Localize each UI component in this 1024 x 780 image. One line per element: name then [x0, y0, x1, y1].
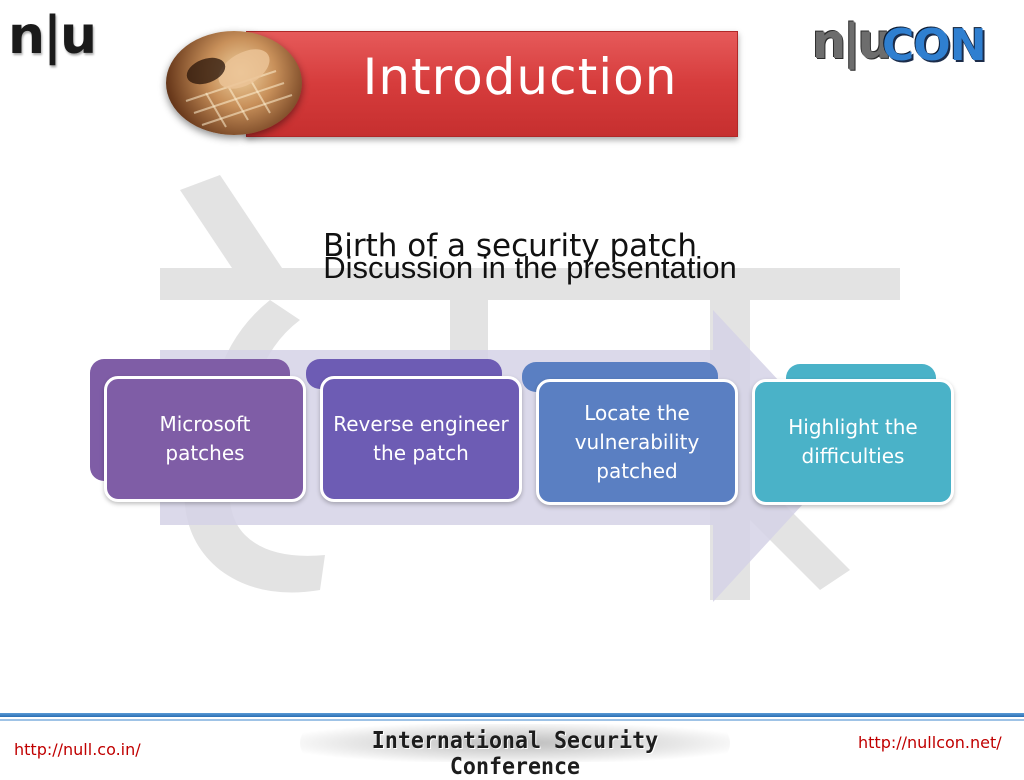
footer-divider	[0, 713, 1024, 717]
footer-conference-title: International Security Conference	[371, 728, 659, 780]
step-locate-vulnerability: Locate the vulnerability patched	[536, 379, 738, 505]
step-highlight-difficulties: Highlight the difficulties	[752, 379, 954, 505]
keyboard-hand-image	[166, 31, 302, 135]
title-banner	[246, 31, 738, 137]
footer-null-link[interactable]: http://null.co.in/	[14, 740, 141, 759]
footer-nullcon-link[interactable]: http://nullcon.net/	[858, 733, 1002, 752]
page-title: Introduction	[362, 48, 678, 106]
step-label: Microsoft patches	[159, 412, 251, 465]
keyboard-hand-icon	[185, 49, 293, 128]
footer-divider-light	[0, 719, 1024, 721]
nullcon-logo: n|u CON	[806, 10, 1018, 80]
step-microsoft-patches: Microsoft patches	[104, 376, 306, 502]
heading-birth-of-patch: Birth of a security patch	[322, 228, 697, 264]
nullcon-logo-con: CON	[882, 20, 987, 71]
step-reverse-engineer: Reverse engineer the patch	[320, 376, 522, 502]
null-logo: n|u	[8, 6, 97, 66]
footer-banner-bg	[300, 724, 730, 762]
heading-discussion: Discussion in the presentation	[323, 250, 737, 285]
step-label: Reverse engineer the patch	[333, 412, 509, 465]
step-label: Highlight the difficulties	[788, 415, 918, 468]
nullcon-logo-nu: n|u	[812, 14, 892, 70]
step-label: Locate the vulnerability patched	[574, 400, 700, 483]
